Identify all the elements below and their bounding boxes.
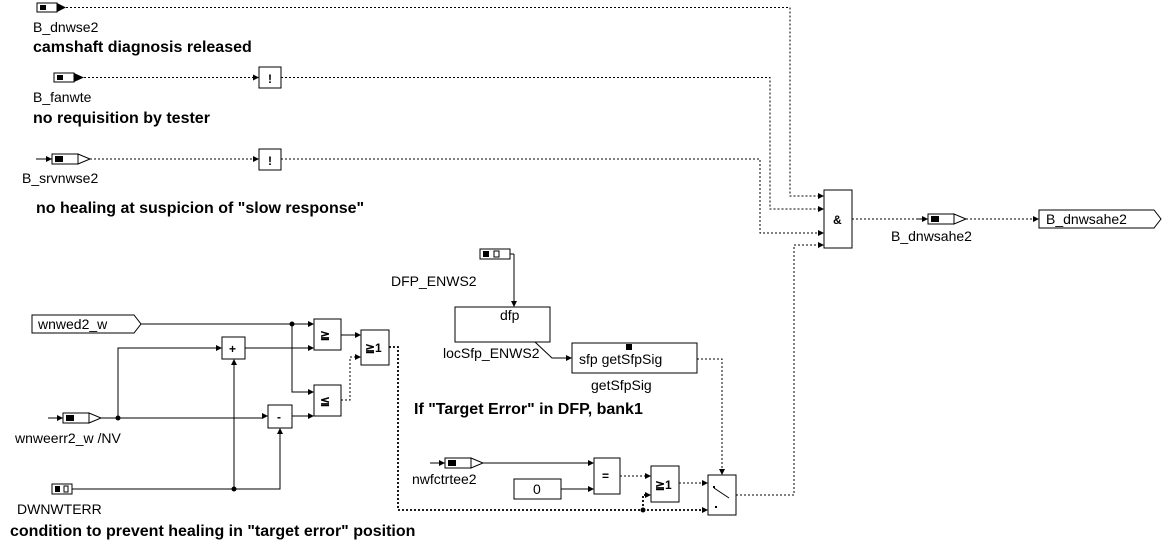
comment-slow-response: no healing at suspicion of "slow respons… <box>36 200 364 217</box>
plus-block-label: + <box>229 342 236 356</box>
plus-block[interactable]: + <box>221 336 246 360</box>
not-gate-2[interactable]: ! <box>258 148 282 171</box>
input-label-dwnwterr: DWNWTERR <box>17 501 102 517</box>
minus-block[interactable]: - <box>267 404 293 429</box>
input-label-b-dnwse2: B_dnwse2 <box>33 19 99 35</box>
switch-block[interactable] <box>707 474 737 516</box>
input-port-b-dnwse2[interactable] <box>36 2 66 13</box>
comment-tester: no requisition by tester <box>33 110 210 127</box>
getsfpsig-block[interactable]: sfp getSfpSig <box>571 342 698 374</box>
input-port-dwnwterr[interactable] <box>51 483 76 495</box>
minus-block-label: - <box>277 410 281 424</box>
less-equal-label: ≦ <box>320 394 330 408</box>
input-port-wnweerr2-w[interactable] <box>48 412 103 424</box>
or-gate-2[interactable]: ≧1 <box>650 465 680 503</box>
comment-prevent-healing: condition to prevent healing in "target … <box>10 523 415 540</box>
equal-block[interactable]: = <box>593 457 621 495</box>
output-port-b-dnwsahe2[interactable]: B_dnwsahe2 <box>1038 209 1162 229</box>
output-signal-marker <box>918 213 968 225</box>
getsfpsig-call-label: sfp getSfpSig <box>579 351 662 367</box>
input-label-nwfctrtee2: nwfctrtee2 <box>412 471 477 487</box>
not-gate-1-label: ! <box>268 72 272 86</box>
input-label-b-fanwte: B_fanwte <box>33 89 92 105</box>
or-gate-1[interactable]: ≧1 <box>360 329 390 366</box>
input-label-dfp-enws2: DFP_ENWS2 <box>391 273 477 289</box>
input-label-b-srvnwse2: B_srvnwse2 <box>22 170 98 186</box>
less-equal-block[interactable]: ≦ <box>313 384 342 417</box>
input-port-dfp-enws2[interactable] <box>479 248 514 260</box>
equal-block-label: = <box>602 469 609 483</box>
output-port-label: B_dnwsahe2 <box>1046 211 1127 227</box>
comment-target-error-dfp: If "Target Error" in DFP, bank1 <box>414 401 643 418</box>
or-gate-1-label: ≧1 <box>365 341 382 355</box>
dfp-block-label: dfp <box>500 307 520 323</box>
input-label-wnweerr2-w: wnweerr2_w /NV <box>14 430 121 446</box>
not-gate-1[interactable]: ! <box>258 66 282 89</box>
constant-zero-label: 0 <box>533 481 541 497</box>
greater-equal-label: ≧ <box>320 328 330 342</box>
output-label-internal: B_dnwsahe2 <box>891 228 972 244</box>
input-port-b-fanwte[interactable] <box>53 72 84 83</box>
getsfpsig-label: getSfpSig <box>591 377 652 393</box>
dfp-block[interactable]: dfp <box>454 306 551 343</box>
input-port-nwfctrtee2[interactable] <box>430 457 485 469</box>
constant-zero[interactable]: 0 <box>513 478 562 500</box>
or-gate-2-label: ≧1 <box>655 478 672 492</box>
and-gate[interactable]: & <box>823 189 853 249</box>
not-gate-2-label: ! <box>268 154 272 168</box>
comment-camshaft: camshaft diagnosis released <box>33 39 252 56</box>
input-port-b-srvnwse2[interactable] <box>36 153 92 165</box>
loc-sfp-label: locSfp_ENWS2 <box>443 345 540 361</box>
input-port-wnwed2-w[interactable]: wnwed2_w <box>31 314 142 334</box>
input-label-wnwed2-w: wnwed2_w <box>37 316 108 332</box>
and-gate-label: & <box>833 213 842 227</box>
wires <box>66 7 1039 513</box>
greater-equal-block[interactable]: ≧ <box>313 318 342 351</box>
